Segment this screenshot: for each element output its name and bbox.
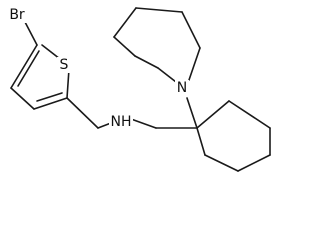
bond-cy1-cy2 — [196, 100, 230, 129]
bond-cy2-cy3 — [228, 100, 271, 129]
bond-pc1-pc2 — [134, 55, 159, 69]
bond-c4-c5 — [10, 44, 38, 89]
bond-c3-c3-inner — [36, 92, 63, 102]
bond-cq-n — [186, 97, 198, 129]
bond-ch2-nh — [97, 122, 112, 129]
bond-pc6-n — [188, 47, 201, 81]
thiophene-ring — [10, 44, 70, 110]
bond-c4-c5-inner — [17, 50, 40, 87]
cyclohexane-ring — [196, 100, 271, 172]
bond-pc4-pc5 — [135, 7, 183, 13]
bond-cy6-cy1 — [196, 127, 206, 156]
bond-pc5-pc6 — [181, 11, 201, 49]
atom-labels: Br S NH N — [5, 7, 189, 130]
atom-label-br: Br — [9, 7, 25, 23]
piperidine-ring — [113, 7, 201, 83]
bond-c5-s — [41, 44, 61, 60]
bond-c2-c3 — [33, 97, 68, 110]
bond-c3-c4 — [10, 87, 35, 110]
atom-label-s: S — [60, 57, 69, 73]
bond-c5-br — [24, 21, 38, 46]
bond-cy5-cy6 — [204, 154, 239, 172]
bond-s-c2 — [66, 68, 70, 99]
bond-n-pc1 — [157, 67, 177, 83]
chemical-structure-canvas: Br S NH N — [5, 7, 271, 172]
molecule-diagram: Br S NH N — [5, 7, 271, 172]
bond-nh-ch2 — [130, 118, 157, 129]
bond-cy4-cy5 — [237, 154, 271, 172]
bond-c2-ch2 — [66, 97, 99, 129]
atom-label-nh: NH — [111, 114, 132, 130]
atom-label-n: N — [177, 80, 187, 96]
bond-pc3-pc4 — [113, 7, 137, 38]
bond-pc2-pc3 — [113, 36, 136, 57]
